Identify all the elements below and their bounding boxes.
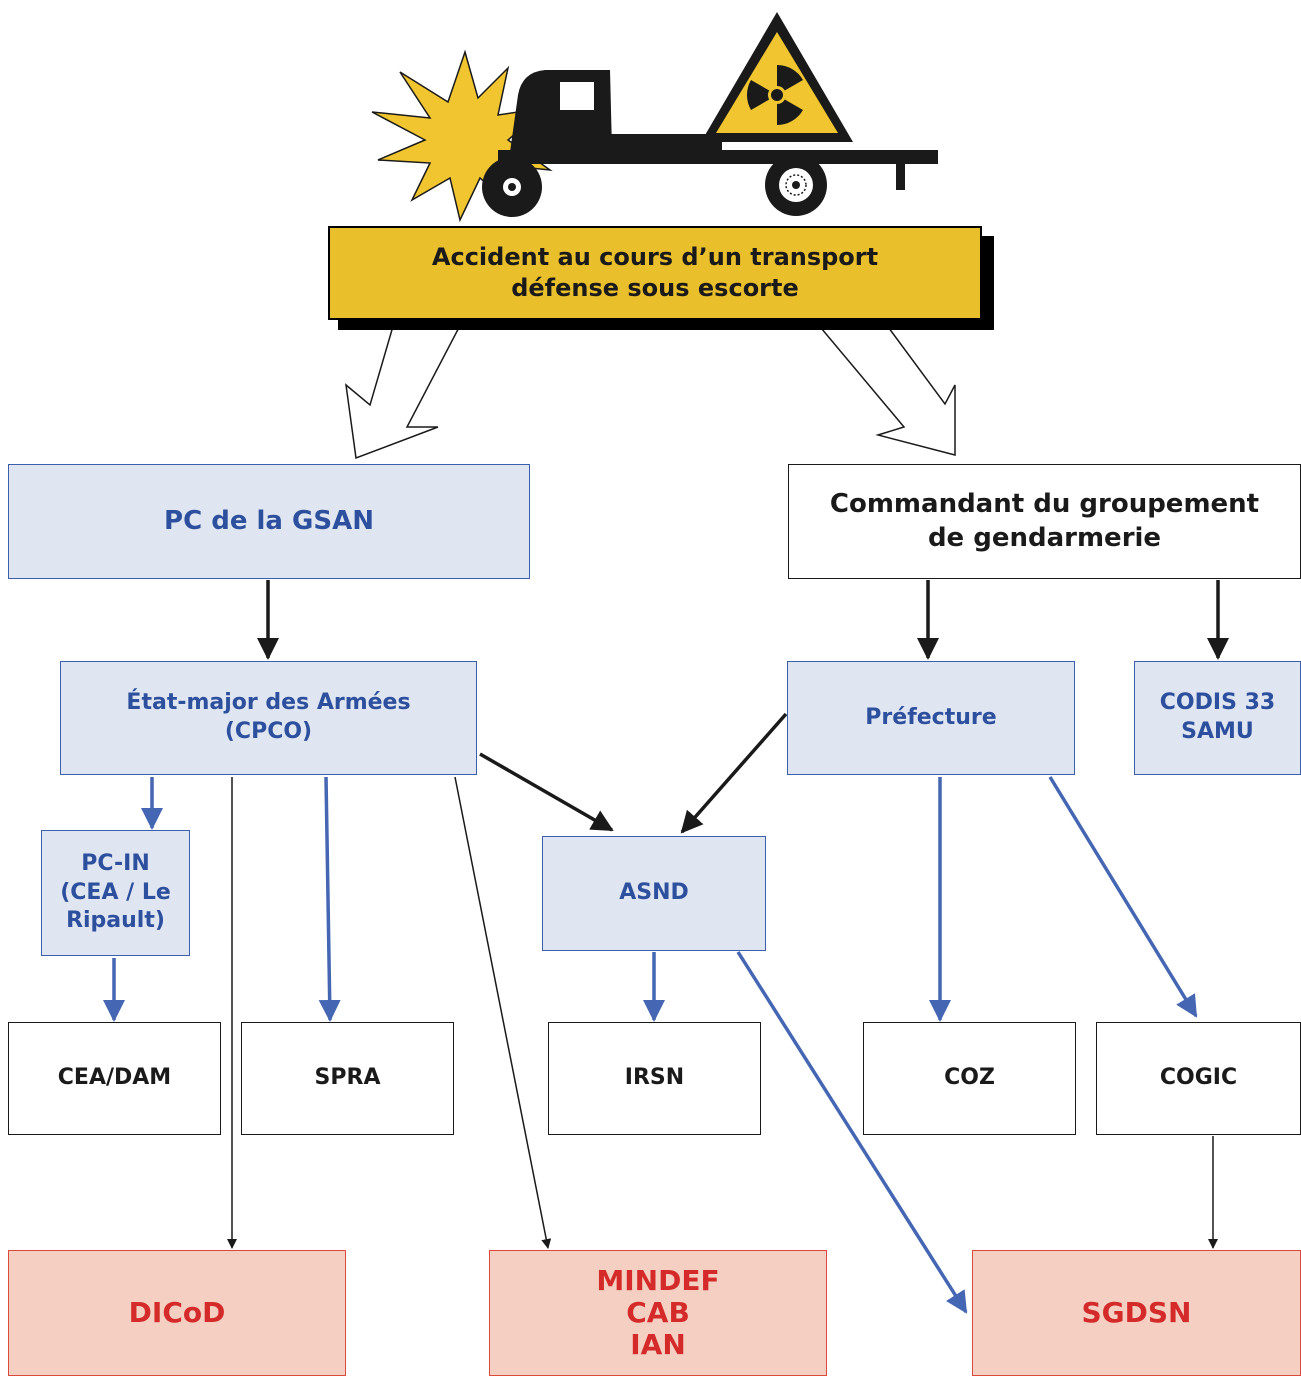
- node-coz: COZ: [863, 1022, 1076, 1135]
- arrow-etat-major-to-asnd: [479, 752, 614, 832]
- node-spra: SPRA: [241, 1022, 454, 1135]
- hollow-arrow-left: [344, 315, 467, 460]
- arrow-etat-major-to-mindef: [454, 776, 552, 1249]
- node-mindef-cab-ian: MINDEF CAB IAN: [489, 1250, 827, 1376]
- hollow-arrow-right: [809, 315, 956, 456]
- node-cogic: COGIC: [1096, 1022, 1301, 1135]
- node-pc-gsan: PC de la GSAN: [8, 464, 530, 579]
- node-pc-in: PC-IN (CEA / Le Ripault): [41, 830, 190, 956]
- node-codis-samu: CODIS 33 SAMU: [1134, 661, 1301, 775]
- node-irsn: IRSN: [548, 1022, 761, 1135]
- node-commandant-gendarmerie: Commandant du groupement de gendarmerie: [788, 464, 1301, 579]
- node-etat-major-armees: État-major des Armées (CPCO): [60, 661, 477, 775]
- accident-box: Accident au cours d’un transport défense…: [328, 226, 982, 320]
- node-sgdsn: SGDSN: [972, 1250, 1301, 1376]
- truck-icon: [482, 70, 938, 217]
- node-cea-dam: CEA/DAM: [8, 1022, 221, 1135]
- arrow-asnd-to-sgdsn: [736, 951, 968, 1314]
- arrow-prefecture-to-cogic: [1048, 776, 1198, 1018]
- node-prefecture: Préfecture: [787, 661, 1075, 775]
- arrow-prefecture-to-asnd: [680, 712, 788, 834]
- node-dicod: DICoD: [8, 1250, 346, 1376]
- arrow-etat-major-to-spra: [318, 776, 341, 1022]
- connectors: [103, 580, 1229, 1314]
- radiation-warning-icon: [701, 12, 853, 142]
- node-asnd: ASND: [542, 836, 766, 951]
- explosion-icon: [371, 49, 553, 223]
